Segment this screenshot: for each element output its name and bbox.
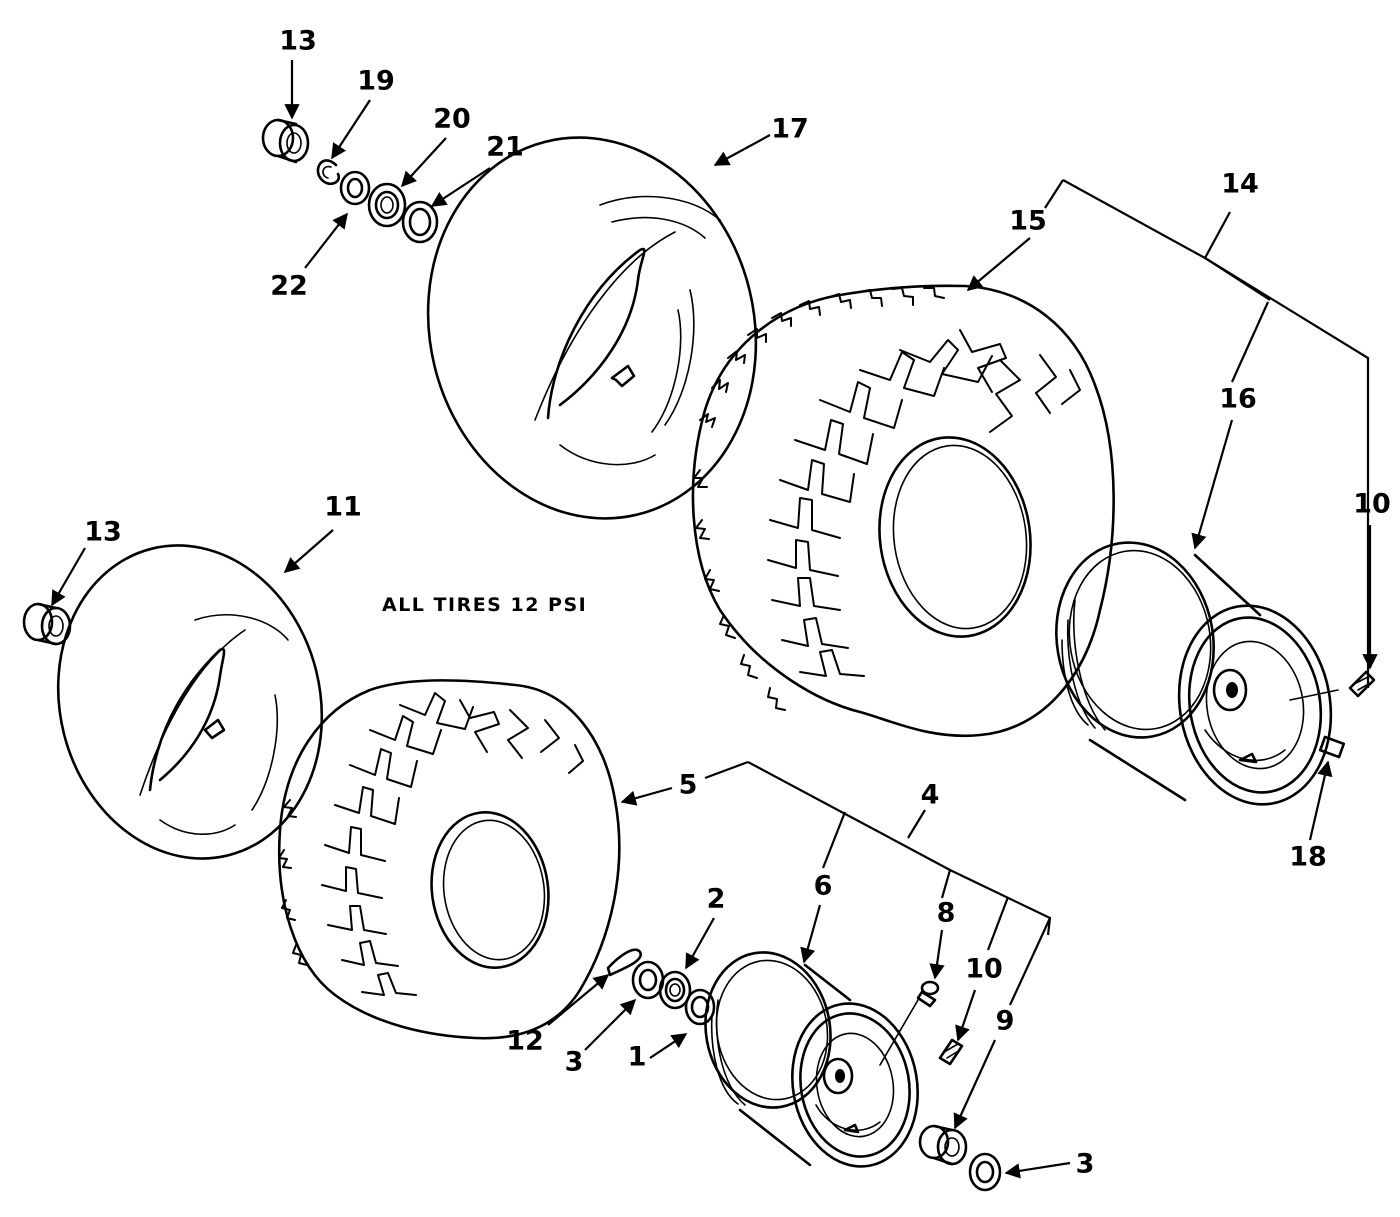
cotter-pin-12 bbox=[606, 948, 643, 977]
callout-2: 2 bbox=[707, 884, 726, 915]
callout-8: 8 bbox=[937, 898, 956, 929]
callout-6: 6 bbox=[814, 871, 833, 902]
callout-21: 21 bbox=[486, 132, 524, 163]
washer-22 bbox=[339, 170, 371, 206]
callout-3-left: 3 bbox=[565, 1047, 584, 1078]
callout-13-top: 13 bbox=[279, 26, 317, 57]
tire-pressure-note: ALL TIRES 12 PSI bbox=[382, 594, 587, 616]
bearing-20 bbox=[367, 182, 407, 228]
valve-8 bbox=[879, 980, 940, 1066]
callout-4: 4 bbox=[921, 780, 940, 811]
bushing-13-left bbox=[22, 602, 72, 646]
callout-10-bottom: 10 bbox=[965, 954, 1003, 985]
callout-5: 5 bbox=[679, 770, 698, 801]
valve-stem-10-bottom bbox=[938, 1038, 964, 1066]
callout-17: 17 bbox=[771, 114, 809, 145]
washer-3-left bbox=[631, 960, 665, 1000]
valve-cap-18 bbox=[1318, 735, 1346, 759]
leader-lines bbox=[51, 60, 1378, 1179]
wheel-rim-6 bbox=[704, 951, 919, 1168]
callout-10-right: 10 bbox=[1353, 489, 1391, 520]
tire-5 bbox=[278, 679, 621, 1040]
wheel-rim-16 bbox=[1055, 541, 1339, 806]
callout-13-left: 13 bbox=[84, 517, 122, 548]
callout-16: 16 bbox=[1219, 384, 1257, 415]
callout-20: 20 bbox=[433, 104, 471, 135]
washer-21 bbox=[401, 200, 439, 244]
valve-stem-10-right bbox=[1348, 670, 1376, 698]
callout-22: 22 bbox=[270, 271, 308, 302]
callout-19: 19 bbox=[357, 66, 395, 97]
inner-tube-11 bbox=[56, 544, 324, 860]
callout-11: 11 bbox=[324, 492, 362, 523]
callout-15: 15 bbox=[1009, 206, 1047, 237]
callout-14: 14 bbox=[1221, 169, 1259, 200]
tire-15 bbox=[691, 284, 1115, 738]
bushing-13-top bbox=[261, 118, 310, 164]
bearing-2 bbox=[658, 970, 692, 1010]
callout-12: 12 bbox=[506, 1026, 544, 1057]
washer-3-right bbox=[968, 1152, 1002, 1192]
callout-3-right: 3 bbox=[1076, 1149, 1095, 1180]
callout-labels: 13 19 20 21 22 17 15 14 16 10 18 13 11 5… bbox=[84, 26, 1391, 1180]
bushing-9 bbox=[918, 1124, 968, 1166]
callout-1: 1 bbox=[628, 1042, 647, 1073]
snap-ring-19 bbox=[316, 159, 341, 186]
callout-18: 18 bbox=[1289, 842, 1327, 873]
callout-9: 9 bbox=[996, 1006, 1015, 1037]
inner-tube-17 bbox=[426, 136, 758, 520]
